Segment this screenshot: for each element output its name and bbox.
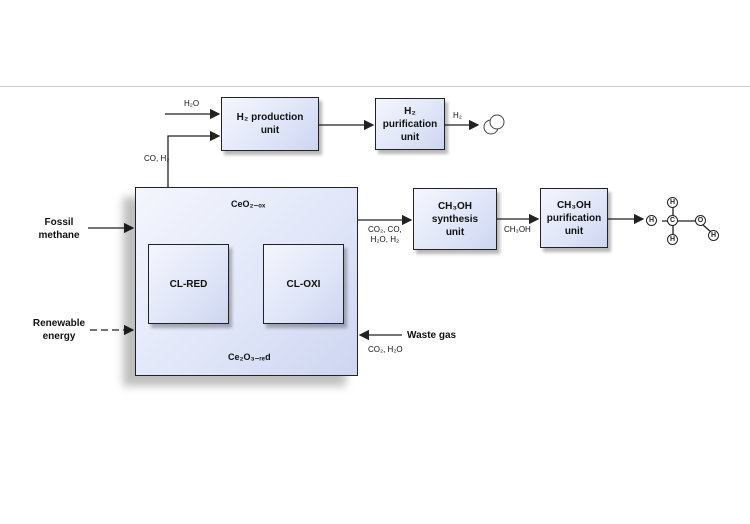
ch3oh-synthesis-label: CH₃OH synthesis unit	[431, 200, 479, 238]
cl-red-unit: CL-RED	[148, 244, 229, 324]
syngas-arrow	[167, 130, 221, 187]
h2-gas-icon	[483, 114, 505, 135]
ch3oh-purification-unit: CH₃OH purification unit	[540, 188, 608, 248]
h2-production-label: H₂ production unit	[236, 112, 304, 136]
reactor-products-label: CO₂, CO, H₂O, H₂	[368, 225, 402, 244]
h2-purification-unit: H₂ purification unit	[375, 98, 445, 150]
molecule-atom-o: O	[695, 215, 706, 226]
molecule-atom-c: C	[667, 215, 678, 226]
h2-purification-label: H₂ purification unit	[382, 105, 438, 143]
top-bar	[0, 0, 750, 87]
ce2o3-red-label: Ce₂O₃₋ᵣₑd	[228, 352, 271, 362]
ch3oh-between-label: CH₃OH	[504, 225, 531, 234]
co-h2-label: CO, H₂	[144, 154, 170, 163]
cl-oxi-unit: CL-OXI	[263, 244, 344, 324]
cl-oxi-label: CL-OXI	[286, 278, 321, 290]
molecule-atom-h-left: H	[646, 215, 657, 226]
cl-red-label: CL-RED	[169, 278, 208, 290]
ch3oh-synthesis-unit: CH₃OH synthesis unit	[413, 188, 497, 250]
fossil-methane-label: Fossil methane	[38, 217, 80, 241]
ch3oh-purification-label: CH₃OH purification unit	[546, 199, 602, 237]
molecule-atom-h-top: H	[667, 197, 678, 208]
ceo2-ox-label: CeO₂₋ₒₓ	[231, 199, 266, 209]
renewable-energy-label: Renewable energy	[32, 318, 86, 342]
waste-gas-label: Waste gas	[407, 330, 457, 341]
molecule-atom-h-bottom: H	[667, 234, 678, 245]
h2-output-label: H₂	[453, 111, 462, 120]
h2-production-unit: H₂ production unit	[221, 97, 319, 151]
waste-gas-composition-label: CO₂, H₂O	[368, 345, 403, 354]
h2o-input-label: H₂O	[184, 99, 200, 108]
molecule-atom-h-right: H	[708, 230, 719, 241]
